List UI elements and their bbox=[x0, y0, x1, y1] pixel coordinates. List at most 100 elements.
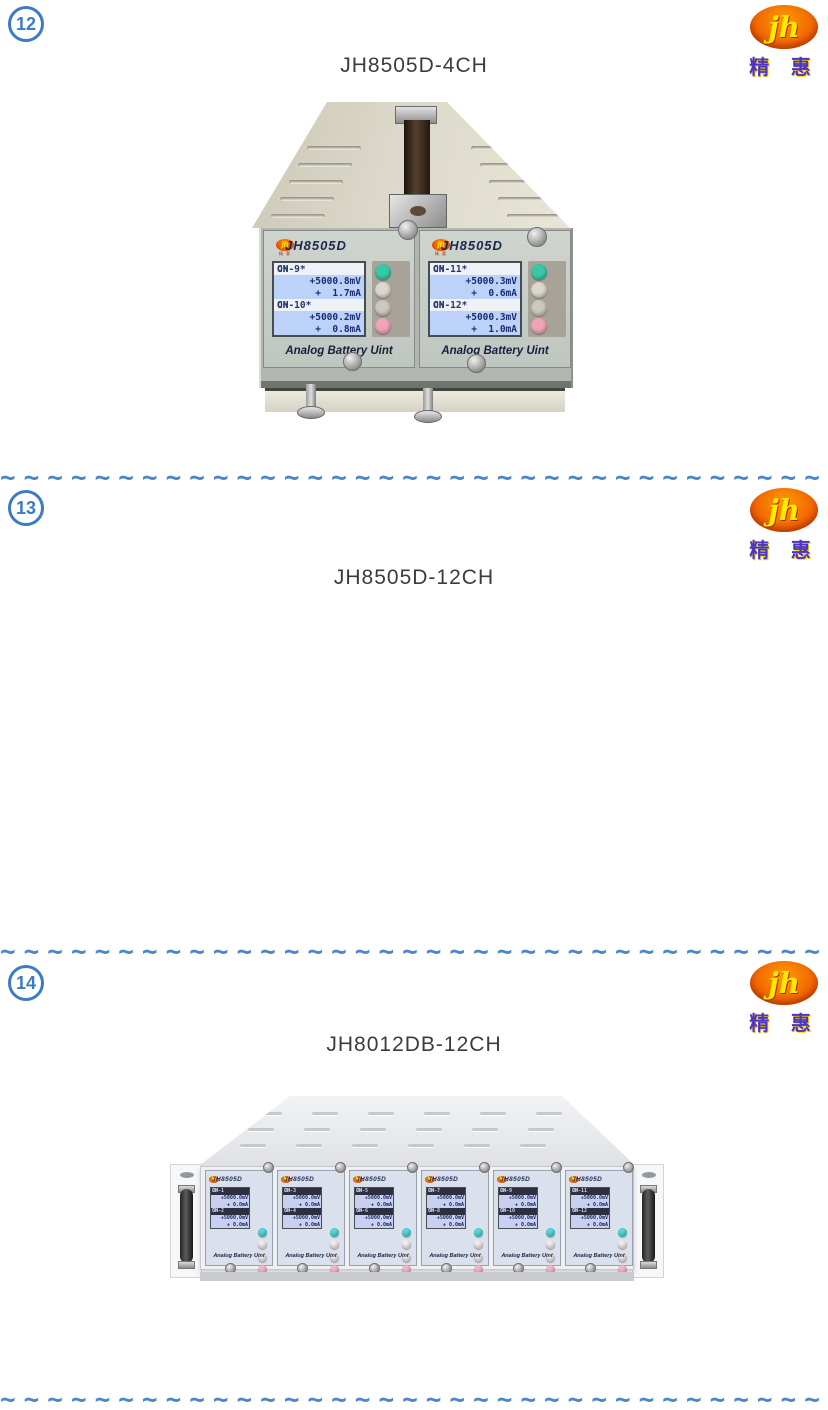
channel-label: CH-12 bbox=[572, 1208, 588, 1215]
device-foot bbox=[423, 388, 433, 414]
rack-ear-left bbox=[170, 1164, 202, 1278]
device-button bbox=[531, 282, 547, 298]
panel-screw bbox=[527, 227, 547, 247]
vent-slot bbox=[480, 1112, 506, 1115]
device-button bbox=[546, 1264, 555, 1274]
lcd-current-row: + 0.0mA bbox=[571, 1201, 609, 1208]
vent-slot bbox=[312, 1112, 338, 1115]
brand-logo: jh 精 惠 bbox=[744, 5, 824, 80]
module-model-label: JH8505D bbox=[285, 237, 347, 253]
lcd-voltage-row: +5000.3mV bbox=[430, 311, 520, 323]
button-row bbox=[402, 1264, 411, 1274]
carry-handle bbox=[404, 120, 430, 198]
lcd-current-row: + 0.0mA bbox=[355, 1201, 393, 1208]
button-row bbox=[618, 1240, 627, 1250]
channel-state: ON bbox=[572, 1208, 579, 1215]
vent-slot bbox=[480, 163, 534, 167]
button-row bbox=[474, 1228, 483, 1237]
channel-state: ON bbox=[572, 1188, 579, 1195]
lcd-voltage-row: +5000.0mV bbox=[571, 1194, 609, 1202]
lcd-current-row: + 0.0mA bbox=[571, 1221, 609, 1228]
vent-slot bbox=[248, 1128, 274, 1131]
module-logo: jh bbox=[497, 1175, 507, 1183]
device-button bbox=[474, 1228, 483, 1237]
module-unit-label: Analog Battery Uint bbox=[285, 345, 393, 357]
button-column bbox=[471, 1228, 486, 1274]
button-row bbox=[474, 1264, 483, 1274]
device-button bbox=[402, 1264, 411, 1274]
lcd-voltage-row: +5000.0mV bbox=[355, 1194, 393, 1202]
product-title: JH8505D-4CH bbox=[340, 54, 488, 77]
lcd-current-row: + 1.0mA bbox=[430, 323, 520, 335]
button-row: SET bbox=[531, 264, 563, 280]
vent-slot bbox=[289, 180, 343, 184]
panel-screw bbox=[479, 1162, 490, 1173]
rack-handle bbox=[180, 1189, 193, 1263]
lcd-voltage-row: +5000.2mV bbox=[274, 311, 364, 323]
vent-slot bbox=[304, 1128, 330, 1131]
vent-slot bbox=[471, 146, 525, 150]
rack-ear-slot bbox=[642, 1172, 656, 1178]
module-logo-chinese: 精 惠 bbox=[278, 251, 292, 256]
lcd-voltage-row: +5000.0mV bbox=[427, 1194, 465, 1202]
lcd-current-row: + 0.0mA bbox=[283, 1221, 321, 1228]
device-button bbox=[546, 1252, 555, 1262]
brand-logo: jh 精 惠 bbox=[744, 961, 824, 1036]
channel-state: ON bbox=[356, 1208, 363, 1215]
module-model-label: JH8505D bbox=[428, 1175, 459, 1183]
device-button bbox=[531, 318, 547, 334]
module-unit-label: Analog Battery Uint bbox=[357, 1253, 409, 1259]
channel-label: CH-4 bbox=[284, 1208, 297, 1215]
device-foot bbox=[306, 384, 316, 410]
device-button bbox=[402, 1228, 411, 1237]
button-row: ENT bbox=[375, 318, 407, 334]
module-logo-text: jh bbox=[571, 1175, 577, 1182]
button-column bbox=[615, 1228, 630, 1274]
vent-slot bbox=[498, 197, 552, 201]
module-logo: jh bbox=[281, 1175, 291, 1183]
section-number-badge: 13 bbox=[8, 490, 44, 526]
vent-slot bbox=[528, 1128, 554, 1131]
lcd-current-row: + 0.0mA bbox=[211, 1221, 249, 1228]
button-column bbox=[543, 1228, 558, 1274]
channel-state: ON bbox=[433, 299, 445, 311]
module-model-label: JH8505D bbox=[284, 1175, 315, 1183]
vent-slot bbox=[536, 1112, 562, 1115]
device-button bbox=[531, 264, 547, 280]
module-unit-label: Analog Battery Uint bbox=[573, 1253, 625, 1259]
lcd-channel-row: CH-12*ON bbox=[430, 299, 520, 311]
lcd-voltage-row: +5000.0mV bbox=[283, 1214, 321, 1222]
rack-ear-right bbox=[632, 1164, 664, 1278]
panel-screw bbox=[467, 354, 486, 373]
lcd-current-row: + 0.0mA bbox=[283, 1201, 321, 1208]
device-button bbox=[375, 318, 391, 334]
vent-slot bbox=[352, 1144, 378, 1147]
device-button bbox=[258, 1240, 267, 1250]
vent-slot bbox=[360, 1128, 386, 1131]
section-number-badge: 14 bbox=[8, 965, 44, 1001]
lcd-current-row: + 0.0mA bbox=[427, 1221, 465, 1228]
lcd-current-row: + 0.6mA bbox=[430, 287, 520, 299]
panel-screw bbox=[335, 1162, 346, 1173]
channel-label: CH-3 bbox=[284, 1188, 297, 1195]
module-unit-label: Analog Battery Uint bbox=[429, 1253, 481, 1259]
button-row bbox=[546, 1252, 555, 1262]
brand-logo-ellipse: jh bbox=[750, 5, 818, 49]
vent-slot bbox=[256, 1112, 282, 1115]
brand-logo: jh 精 惠 bbox=[744, 488, 824, 563]
channel-state: ON bbox=[356, 1188, 363, 1195]
button-row bbox=[402, 1228, 411, 1237]
button-row bbox=[330, 1264, 339, 1274]
device-button bbox=[618, 1264, 627, 1274]
